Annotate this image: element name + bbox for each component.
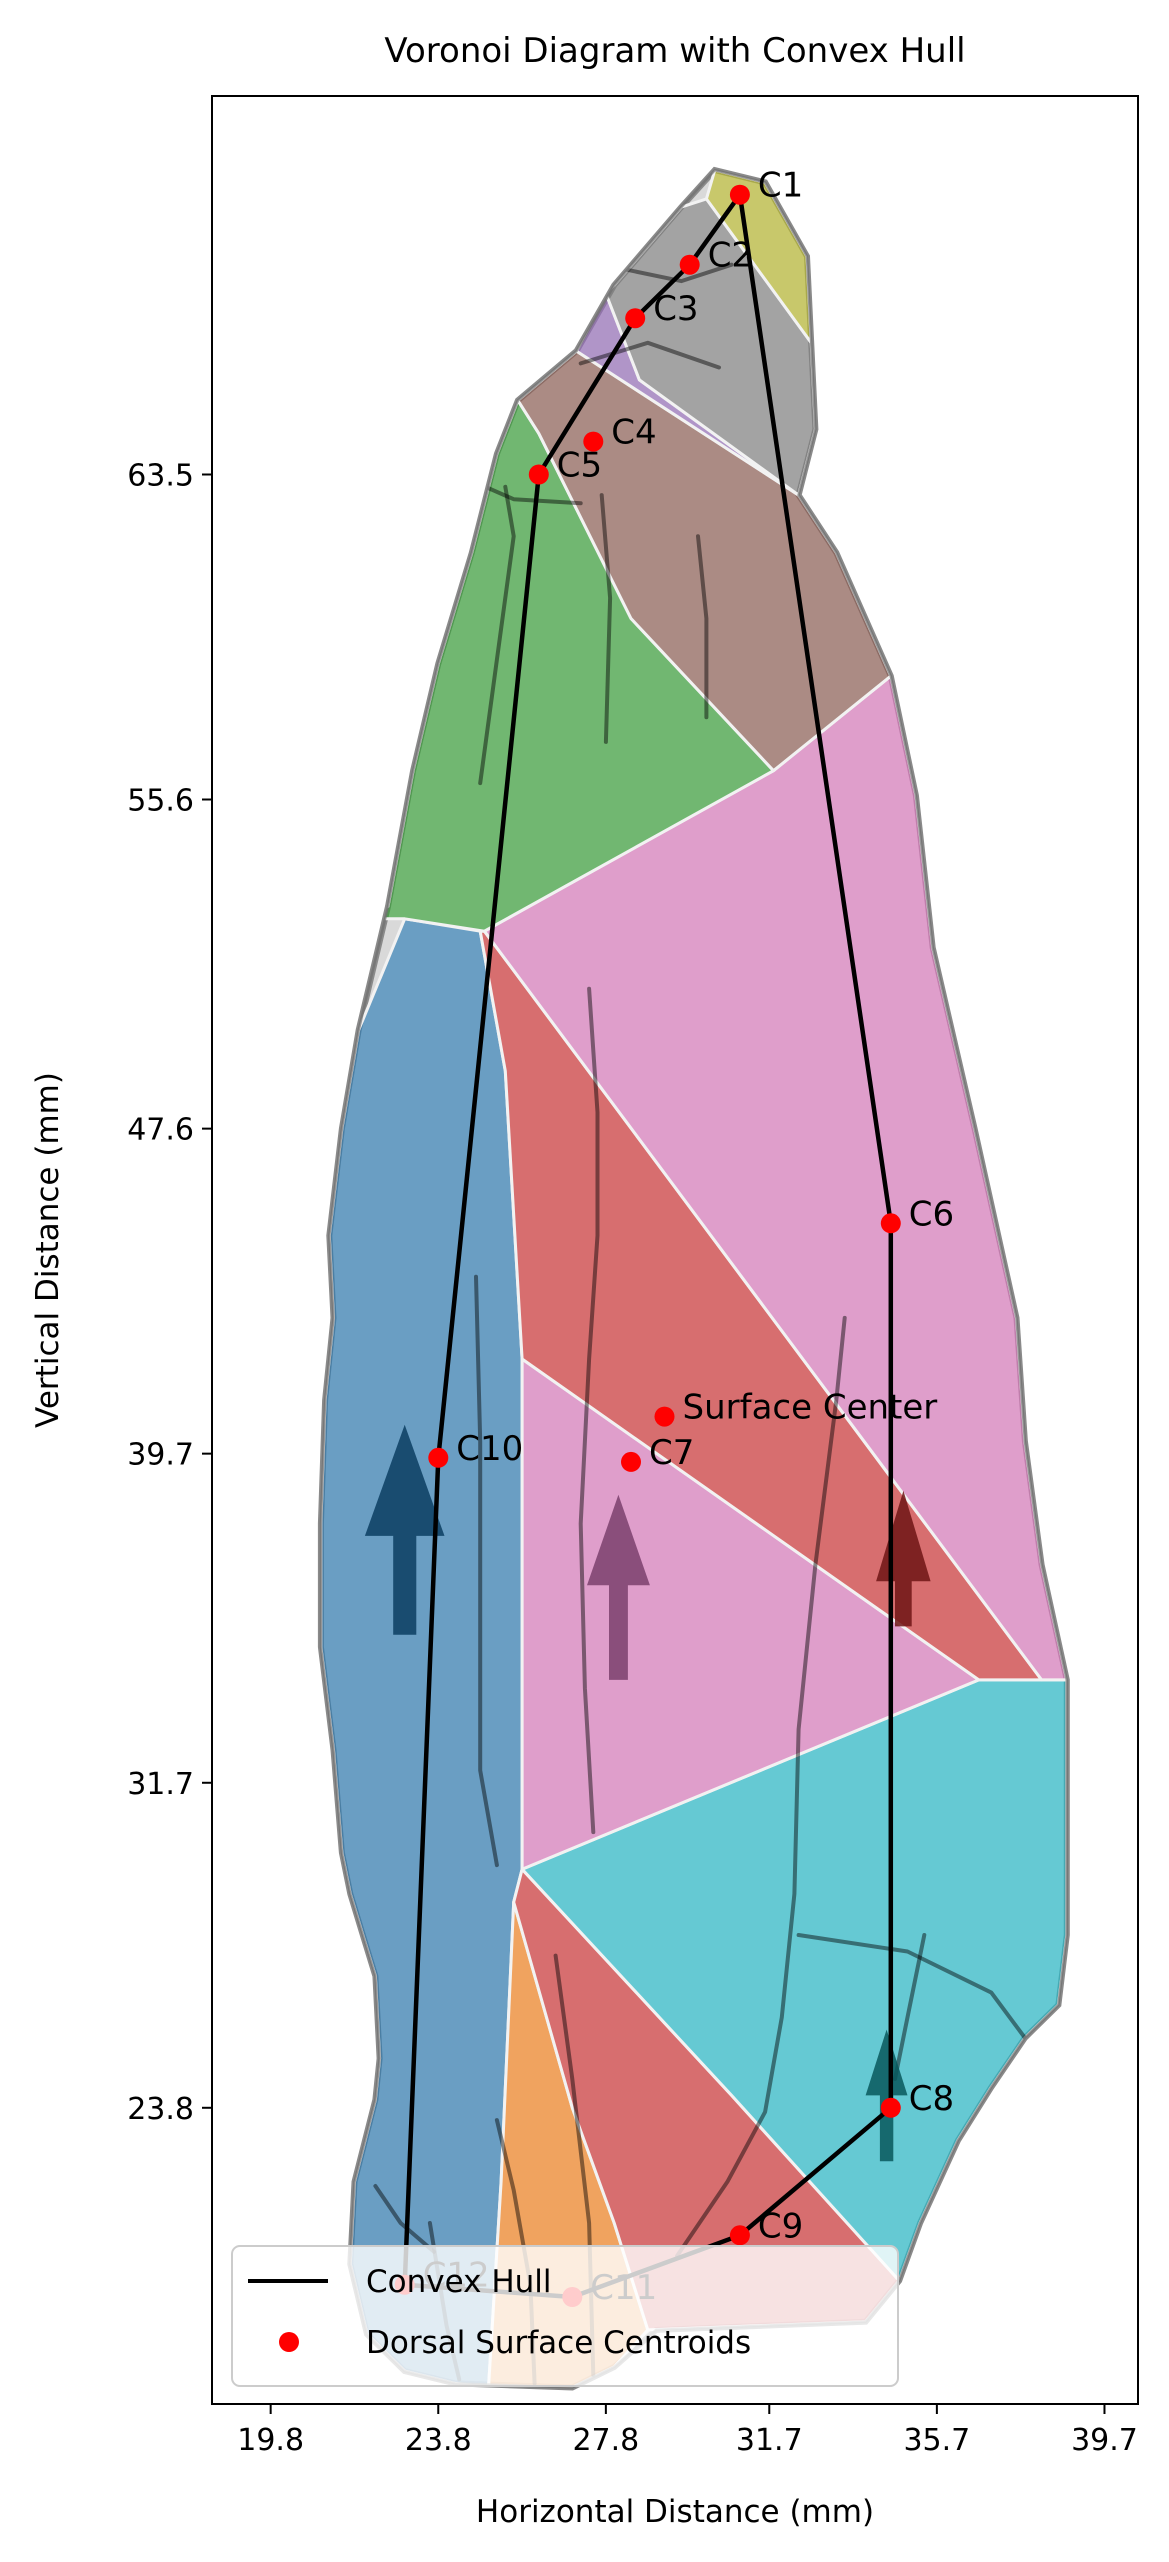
x-tick-label: 19.8 — [237, 2423, 304, 2458]
point-label-c2: C2 — [708, 236, 753, 276]
centroid-marker-c7 — [621, 1451, 641, 1472]
surface-stream-11 — [478, 484, 516, 786]
axis-ticks: 19.8 23.8 27.8 31.7 35.7 39.7 23.8 31.7 39.7 47.6… — [127, 458, 1138, 2458]
y-tick-label: 63.5 — [127, 458, 194, 493]
centroid-marker-c6 — [880, 1213, 901, 1234]
point-label-c7: C7 — [649, 1433, 694, 1473]
surface-stream-12 — [599, 493, 613, 744]
specimen-edge — [319, 168, 1069, 2389]
x-axis-label: Horizontal Distance (mm) — [476, 2494, 874, 2530]
surface-stream-8 — [474, 1274, 499, 1868]
legend-centroid-swatch — [279, 2332, 299, 2352]
x-tick-label: 35.7 — [903, 2423, 970, 2458]
surface-stream-6 — [796, 1933, 1027, 2040]
point-label-c9: C9 — [758, 2206, 803, 2246]
flow-arrow-1 — [364, 1424, 445, 1635]
flow-arrow-3 — [876, 1490, 931, 1627]
flow-arrow-2 — [587, 1494, 650, 1680]
centroid-marker-c2 — [679, 254, 700, 275]
plot-area: C1C2C3C4C5C6C7C8C9C10C11C12Surface Cente… — [317, 166, 1070, 2391]
voronoi-region-1 — [320, 917, 524, 2388]
surface-stream-9 — [578, 986, 600, 1835]
surface-stream-13 — [696, 534, 709, 720]
voronoi-regions — [320, 170, 1067, 2388]
axes-frame — [211, 95, 1139, 2405]
point-label-c8: C8 — [909, 2079, 954, 2119]
point-label-c3: C3 — [653, 289, 698, 329]
centroid-marker-c3 — [625, 308, 646, 329]
y-tick-label: 55.6 — [127, 784, 194, 819]
surface-stream-16 — [620, 262, 734, 284]
y-tick-label: 23.8 — [127, 2092, 194, 2127]
x-tick-label: 39.7 — [1071, 2423, 1138, 2458]
legend: Convex Hull Dorsal Surface Centroids — [231, 2245, 899, 2387]
centroid-marker-c4 — [583, 431, 604, 452]
point-label-surface-center: Surface Center — [683, 1388, 938, 1428]
surface-stream-7 — [893, 1933, 927, 2081]
y-tick-label: 47.6 — [127, 1113, 194, 1148]
legend-label-hull: Convex Hull — [366, 2264, 552, 2300]
centroid-marker-c9 — [729, 2225, 750, 2246]
legend-box — [231, 2245, 899, 2387]
centroid-marker-surface-center — [654, 1406, 675, 1427]
chart-title: Voronoi Diagram with Convex Hull — [384, 31, 965, 71]
centroid-marker-c5 — [528, 464, 549, 485]
point-label-c6: C6 — [909, 1194, 954, 1234]
surface-stream-5 — [675, 1315, 847, 2258]
centroid-marker-c8 — [880, 2097, 901, 2118]
x-tick-label: 23.8 — [405, 2423, 472, 2458]
y-tick-label: 31.7 — [127, 1767, 194, 1802]
legend-label-centroids: Dorsal Surface Centroids — [366, 2325, 751, 2361]
centroid-marker-c1 — [729, 184, 750, 205]
flow-arrow-4 — [865, 2029, 908, 2162]
y-tick-label: 39.7 — [127, 1438, 194, 1473]
x-tick-label: 27.8 — [572, 2423, 639, 2458]
point-label-c4: C4 — [611, 413, 656, 453]
point-label-c5: C5 — [557, 446, 602, 486]
point-label-c10: C10 — [456, 1429, 523, 1469]
y-axis-label: Vertical Distance (mm) — [30, 1072, 66, 1428]
point-label-c1: C1 — [758, 166, 803, 206]
surface-stream-15 — [578, 340, 721, 370]
surface-stream-4 — [373, 2184, 437, 2254]
centroid-marker-c10 — [428, 1447, 449, 1468]
x-tick-label: 31.7 — [736, 2423, 803, 2458]
